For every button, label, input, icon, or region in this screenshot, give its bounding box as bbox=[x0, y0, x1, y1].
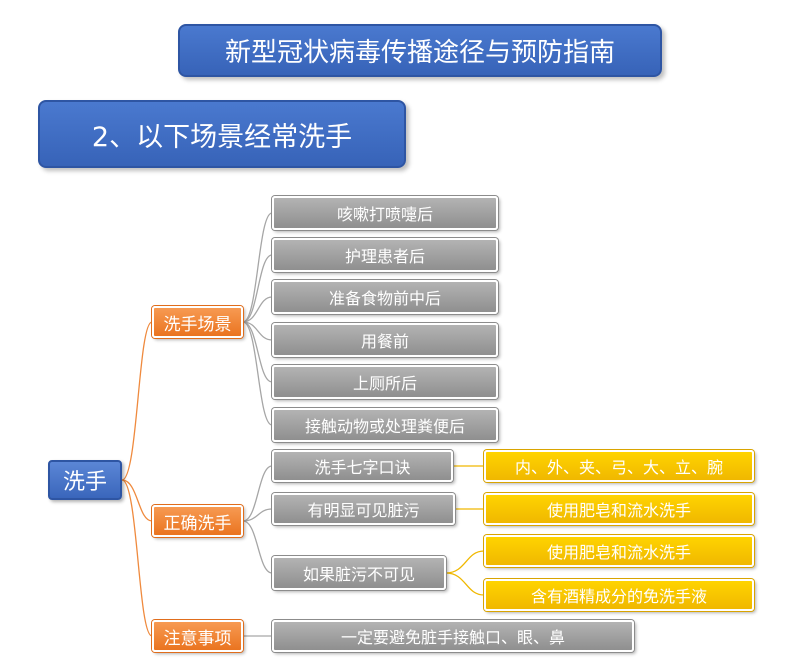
precaution-item-label: 一定要避免脏手接触口、眼、鼻 bbox=[340, 628, 565, 647]
scenario-item-label: 接触动物或处理粪便后 bbox=[304, 417, 465, 436]
scenario-item-label: 用餐前 bbox=[360, 332, 409, 351]
branch-handwashing-scenarios: 洗手场景 bbox=[152, 306, 243, 338]
root-node-label: 洗手 bbox=[62, 470, 107, 495]
branch-label: 正确洗手 bbox=[163, 513, 232, 534]
scenario-item: 护理患者后 bbox=[272, 238, 498, 272]
branch-label: 洗手场景 bbox=[163, 314, 232, 335]
scenario-item-label: 上厕所后 bbox=[352, 374, 417, 393]
detail-item: 使用肥皂和流水洗手 bbox=[484, 535, 754, 567]
scenario-item: 准备食物前中后 bbox=[272, 280, 498, 314]
detail-item-label: 含有酒精成分的免洗手液 bbox=[530, 587, 707, 606]
precaution-item: 一定要避免脏手接触口、眼、鼻 bbox=[272, 620, 634, 652]
method-item: 有明显可见脏污 bbox=[272, 493, 455, 525]
method-item-label: 洗手七字口诀 bbox=[314, 458, 411, 477]
detail-item: 使用肥皂和流水洗手 bbox=[484, 493, 754, 525]
detail-item-label: 使用肥皂和流水洗手 bbox=[546, 543, 691, 562]
scenario-item: 上厕所后 bbox=[272, 365, 498, 399]
root-node: 洗手 bbox=[48, 460, 122, 500]
detail-item-label: 使用肥皂和流水洗手 bbox=[546, 501, 691, 520]
method-item-label: 如果脏污不可见 bbox=[302, 565, 415, 584]
method-item: 如果脏污不可见 bbox=[272, 556, 446, 590]
detail-item: 内、外、夹、弓、大、立、腕 bbox=[484, 450, 754, 482]
method-item: 洗手七字口诀 bbox=[272, 450, 453, 482]
scenario-item-label: 咳嗽打喷嚏后 bbox=[336, 205, 433, 224]
branch-label: 注意事项 bbox=[163, 628, 232, 649]
branch-correct-handwashing: 正确洗手 bbox=[152, 505, 243, 537]
detail-item-label: 内、外、夹、弓、大、立、腕 bbox=[514, 458, 723, 477]
scenario-item: 咳嗽打喷嚏后 bbox=[272, 196, 498, 230]
detail-item: 含有酒精成分的免洗手液 bbox=[484, 579, 754, 611]
page-title: 新型冠状病毒传播途径与预防指南 bbox=[178, 24, 662, 77]
scenario-item-label: 护理患者后 bbox=[344, 247, 425, 266]
branch-precautions: 注意事项 bbox=[152, 620, 243, 652]
section-title-text: 2、以下场景经常洗手 bbox=[91, 121, 353, 153]
scenario-item-label: 准备食物前中后 bbox=[328, 289, 441, 308]
scenario-item: 用餐前 bbox=[272, 323, 498, 357]
method-item-label: 有明显可见脏污 bbox=[307, 501, 420, 520]
section-title: 2、以下场景经常洗手 bbox=[38, 100, 406, 168]
scenario-item: 接触动物或处理粪便后 bbox=[272, 408, 498, 442]
page-title-text: 新型冠状病毒传播途径与预防指南 bbox=[224, 38, 615, 68]
